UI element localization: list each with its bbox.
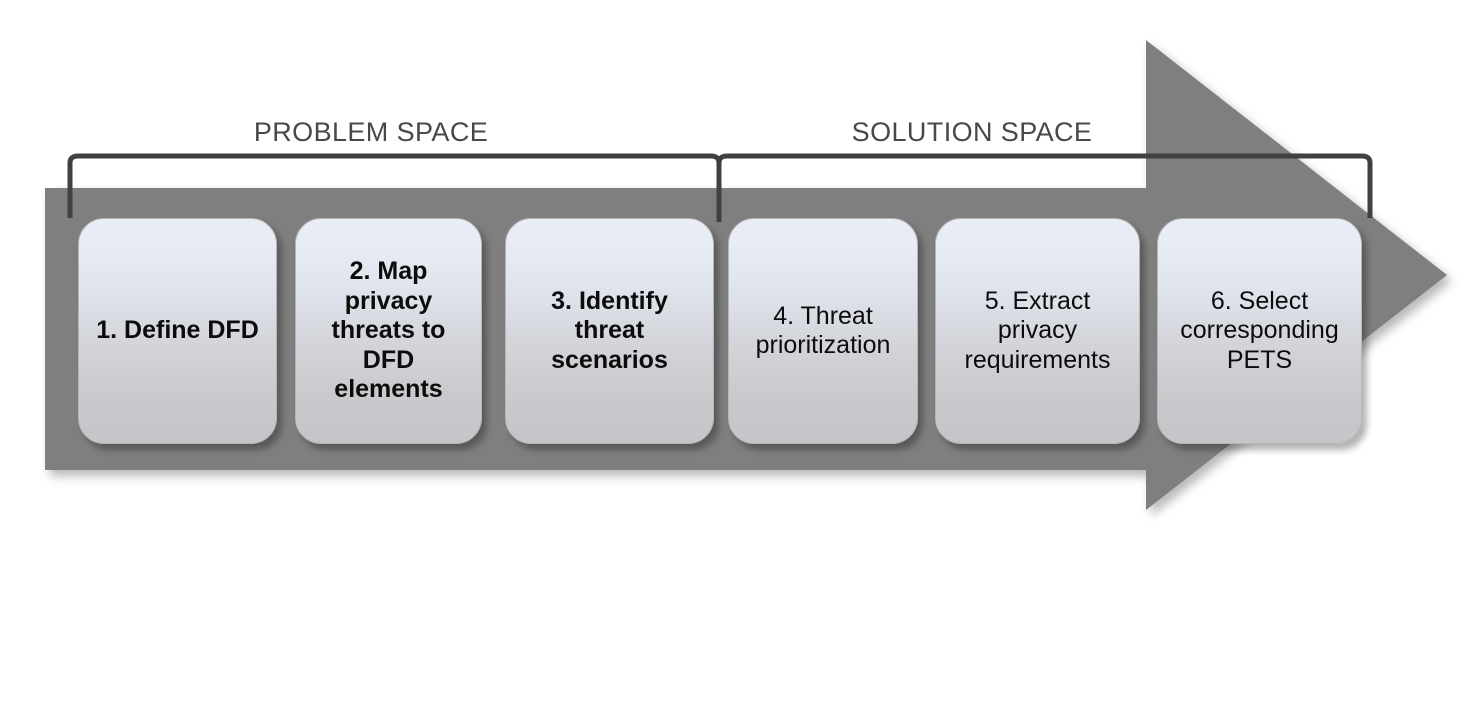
solution-space-bracket [716, 153, 1373, 222]
step-label-5: 5. Extract privacy requirements [964, 286, 1111, 374]
step-box-1[interactable]: 1. Define DFD [78, 218, 277, 444]
step-box-4[interactable]: 4. Threat prioritization [728, 218, 918, 444]
step-label-2: 2. Map privacy threats to DFD elements [331, 257, 446, 404]
step-box-5[interactable]: 5. Extract privacy requirements [935, 218, 1140, 444]
step-label-3: 3. Identify threat scenarios [551, 286, 668, 374]
phase-label-solution-space: SOLUTION SPACE [851, 117, 1093, 147]
step-box-3[interactable]: 3. Identify threat scenarios [505, 218, 714, 444]
step-box-2[interactable]: 2. Map privacy threats to DFD elements [295, 218, 482, 444]
phase-label-problem-space: PROBLEM SPACE [253, 117, 489, 147]
step-box-6[interactable]: 6. Select corresponding PETS [1157, 218, 1362, 444]
step-label-1: 1. Define DFD [96, 316, 259, 345]
step-label-6: 6. Select corresponding PETS [1180, 286, 1339, 374]
step-label-4: 4. Threat prioritization [755, 301, 891, 360]
problem-space-bracket [67, 153, 722, 222]
